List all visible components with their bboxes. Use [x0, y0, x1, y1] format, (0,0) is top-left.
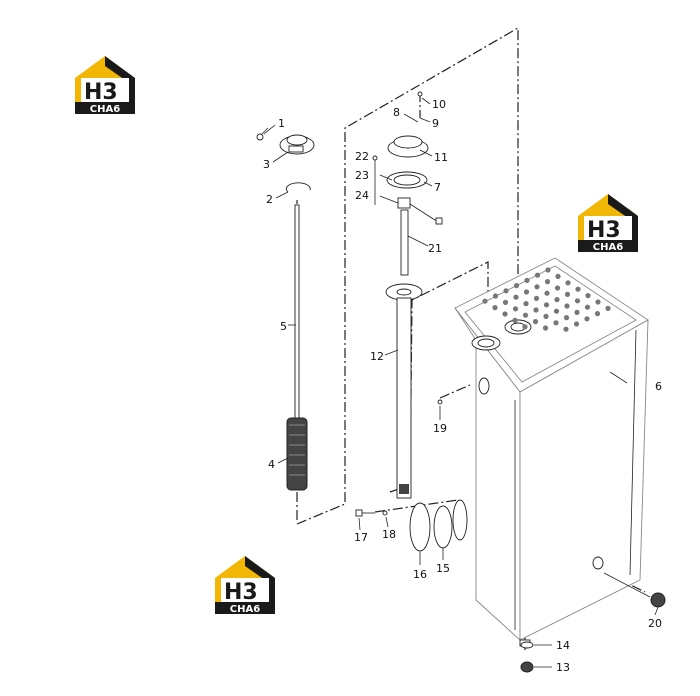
callout-10: 10: [432, 98, 446, 111]
callout-3: 3: [263, 158, 270, 171]
callout-16: 16: [413, 568, 427, 581]
callout-6: 6: [655, 380, 662, 393]
strainer-rod: [286, 204, 308, 491]
callout-5: 5: [280, 320, 287, 333]
logo-letters: H3: [224, 580, 258, 605]
perforation-dot: [512, 306, 519, 312]
fuel-tank: [452, 257, 649, 647]
logo-top-left: H3 CHA6: [75, 56, 135, 115]
perforation-dot: [575, 286, 581, 292]
perforation-dot: [563, 315, 570, 321]
callout-23: 23: [355, 169, 369, 182]
perforation-dot: [564, 291, 571, 297]
perforation-dot: [502, 311, 508, 317]
callout-21: 21: [428, 242, 442, 255]
callout-1: 1: [278, 117, 285, 130]
perforation-dot: [533, 307, 539, 313]
cap-assembly: [256, 127, 315, 155]
logo-letters: H3: [587, 218, 621, 243]
tank-top-perforations: [482, 267, 611, 332]
callout-22: 22: [355, 150, 369, 163]
perforation-dot: [594, 311, 601, 317]
perforation-dot: [573, 321, 580, 327]
perforation-dot: [523, 301, 529, 307]
perforation-dot: [542, 325, 549, 331]
perforation-dot: [563, 326, 569, 332]
perforation-dot: [584, 316, 590, 322]
perforation-dot: [565, 280, 571, 286]
perforation-dot: [533, 295, 540, 301]
callout-14: 14: [556, 639, 570, 652]
callout-2: 2: [266, 193, 273, 206]
callout-20: 20: [648, 617, 662, 630]
perforation-dot: [554, 297, 560, 303]
callout-11: 11: [434, 151, 448, 164]
perforation-dot: [544, 290, 550, 296]
perforation-dot: [492, 293, 499, 299]
leader-lines: [263, 97, 659, 668]
perforation-dot: [584, 304, 591, 310]
callout-4: 4: [268, 458, 275, 471]
perforation-dot: [554, 285, 561, 291]
perforation-dot: [595, 299, 601, 305]
perforation-dot: [523, 289, 530, 295]
perforation-dot: [553, 320, 559, 326]
perforation-dot: [574, 309, 580, 315]
perforation-dot: [522, 324, 528, 330]
callout-7: 7: [434, 181, 441, 194]
perforation-dot: [524, 277, 530, 283]
perforation-dot: [564, 303, 570, 309]
callout-19: 19: [433, 422, 447, 435]
perforation-dot: [544, 279, 551, 285]
perforation-dot: [482, 298, 488, 304]
perforation-dot: [543, 313, 549, 319]
callout-15: 15: [436, 562, 450, 575]
logo-right: H3 CHA6: [578, 194, 638, 253]
perforation-dot: [513, 294, 519, 300]
callout-17: 17: [354, 531, 368, 544]
perforation-dot: [503, 288, 509, 294]
perforation-dot: [543, 302, 550, 308]
callout-12: 12: [370, 350, 384, 363]
perforation-dot: [553, 308, 560, 314]
callout-18: 18: [382, 528, 396, 541]
perforation-dot: [512, 317, 518, 323]
perforation-dot: [502, 299, 509, 305]
logo-letters: H3: [84, 80, 118, 105]
perforation-dot: [534, 272, 541, 278]
callout-9: 9: [432, 117, 439, 130]
perforation-dot: [532, 319, 539, 325]
callout-13: 13: [556, 661, 570, 674]
callout-24: 24: [355, 189, 369, 202]
logo-caption: CHA6: [90, 104, 120, 115]
perforation-dot: [513, 283, 520, 289]
perforation-dot: [605, 305, 611, 311]
perforation-dot: [574, 298, 581, 304]
perforation-dot: [534, 284, 540, 290]
logo-caption: CHA6: [230, 604, 260, 615]
small-hardware: [355, 91, 666, 673]
perforation-dot: [545, 267, 551, 273]
callout-8: 8: [393, 106, 400, 119]
perforation-dot: [555, 273, 561, 279]
callout-labels: 1 2 3 4 5 6 7 8 9 10 11 12 13 14 15 16 1…: [263, 98, 662, 674]
logo-caption: CHA6: [593, 242, 623, 253]
snap-ring: [285, 182, 311, 193]
perforation-dot: [492, 305, 498, 311]
perforation-dot: [522, 312, 529, 318]
level-sender-assembly: [385, 135, 443, 499]
logo-bottom-left: H3 CHA6: [215, 556, 275, 615]
perforation-dot: [585, 293, 591, 299]
